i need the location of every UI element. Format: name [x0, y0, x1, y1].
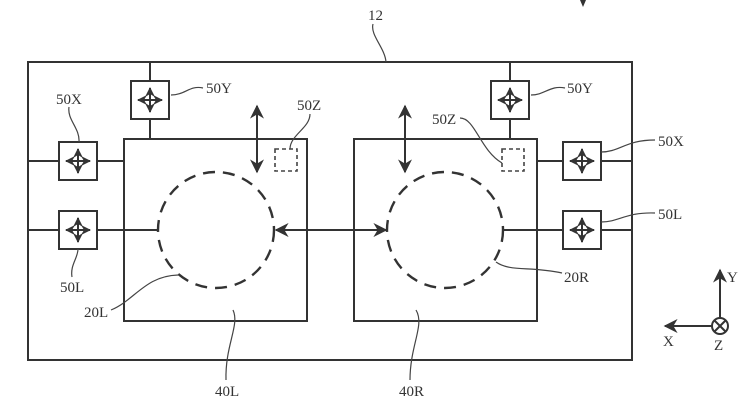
x-axis-label: X [663, 334, 674, 350]
z-axis-into-page-icon [711, 317, 729, 335]
left-x-actuator [58, 141, 98, 181]
left-z-actuator-label: 50Z [297, 98, 321, 114]
right-substrate-label: 20R [564, 270, 589, 286]
right-y-actuator [490, 80, 530, 120]
left-substrate [156, 170, 276, 290]
frame-label: 12 [368, 8, 383, 24]
outer-frame [27, 61, 633, 361]
y-axis-label: Y [727, 270, 738, 286]
left-substrate-label: 20L [84, 305, 108, 321]
right-l-actuator [562, 210, 602, 250]
left-l-actuator [58, 210, 98, 250]
left-stage-label: 40L [215, 384, 239, 400]
stray-arrow-mark [580, 0, 586, 7]
left-l-actuator-label: 50L [60, 280, 84, 296]
coordinate-axes [663, 268, 729, 335]
right-x-actuator [562, 141, 602, 181]
right-y-actuator-label: 50Y [567, 81, 593, 97]
right-z-actuator [501, 148, 525, 172]
frame-leader-line [372, 23, 387, 63]
left-x-actuator-label: 50X [56, 92, 82, 108]
right-substrate [385, 170, 505, 290]
right-z-actuator-label: 50Z [432, 112, 456, 128]
right-l-actuator-label: 50L [658, 207, 682, 223]
left-z-actuator [274, 148, 298, 172]
right-x-actuator-label: 50X [658, 134, 684, 150]
left-y-actuator-label: 50Y [206, 81, 232, 97]
right-stage-label: 40R [399, 384, 424, 400]
left-y-actuator [130, 80, 170, 120]
z-axis-label: Z [714, 338, 723, 354]
